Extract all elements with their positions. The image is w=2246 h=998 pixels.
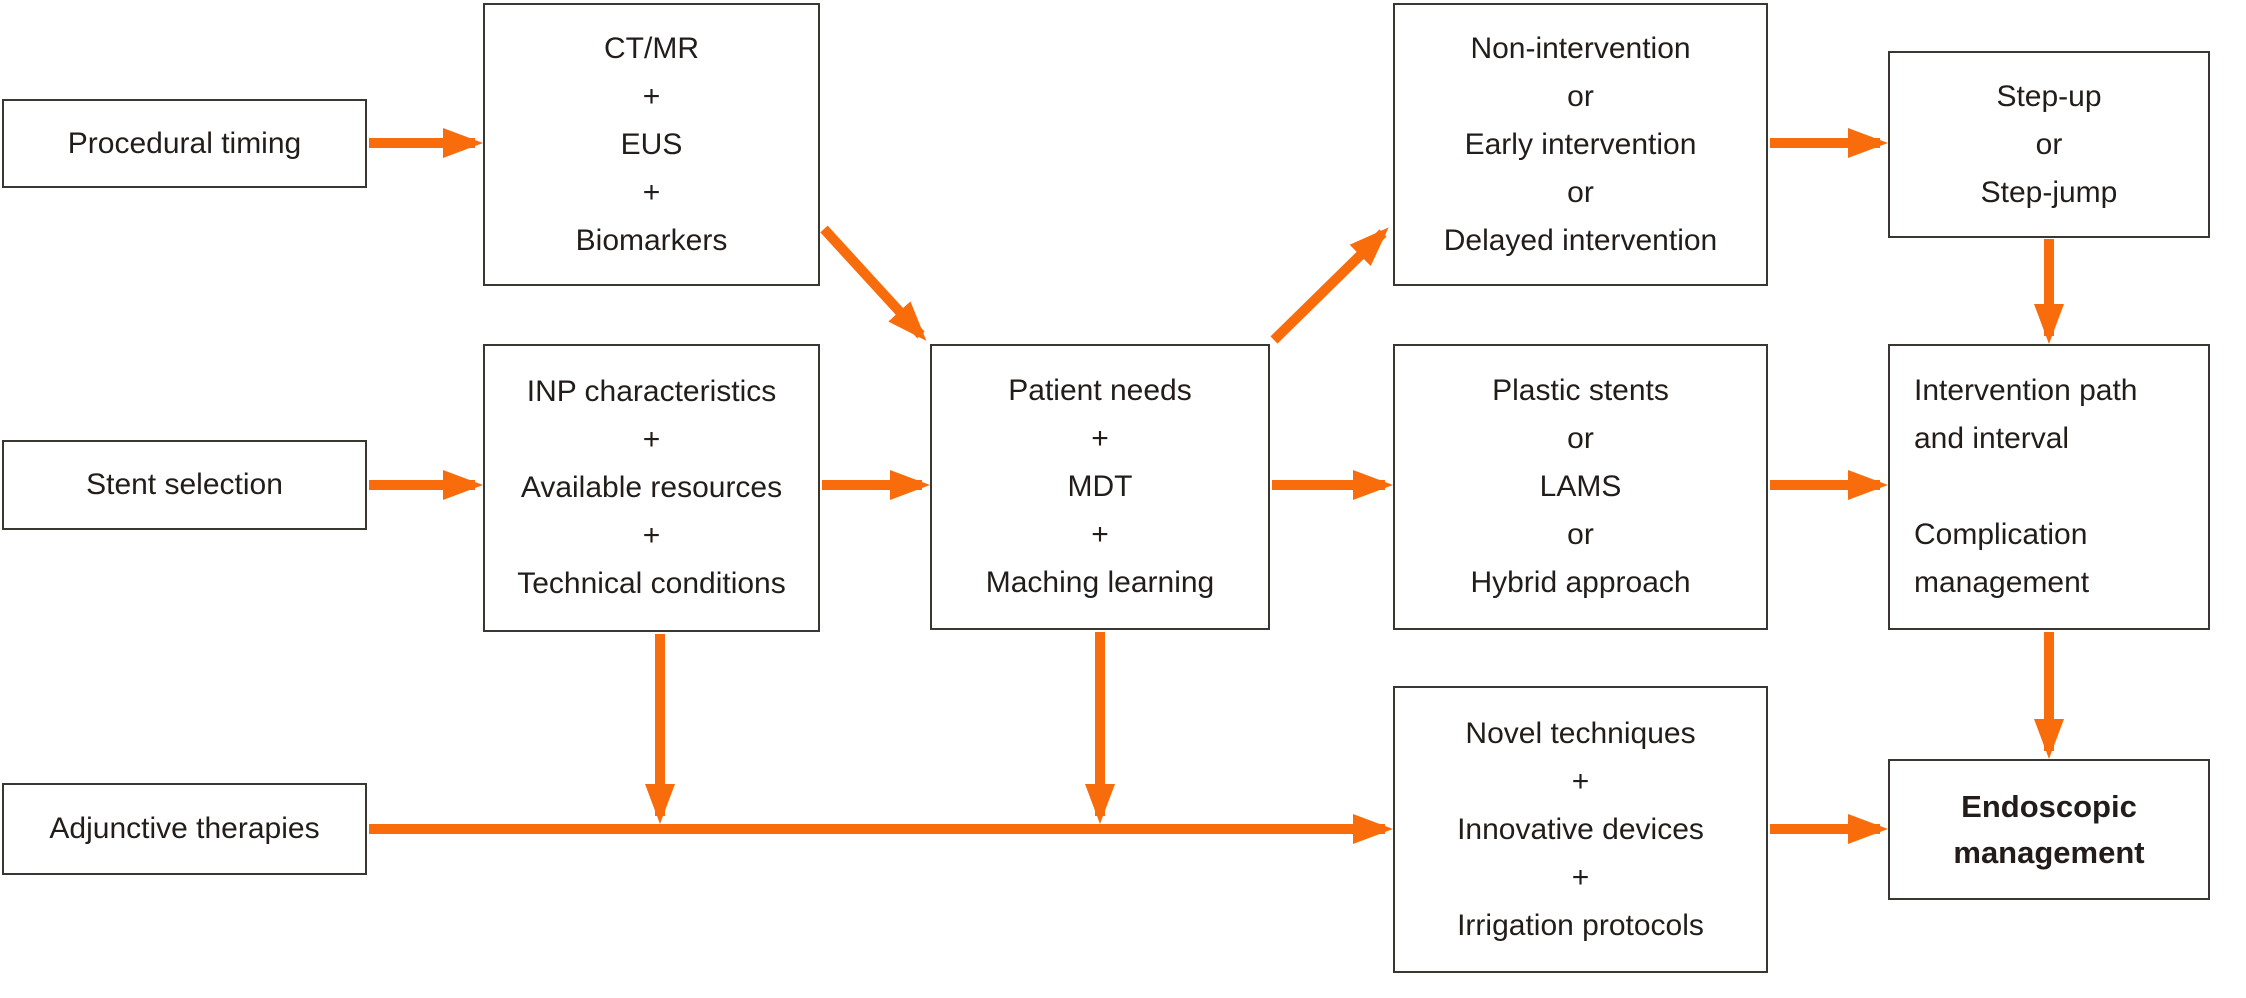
node-text-line: Patient needs [1008, 374, 1192, 407]
node-text-line: Novel techniques [1465, 716, 1696, 750]
node-text-line: LAMS [1539, 470, 1622, 503]
node-text-line: + [642, 79, 661, 113]
node-stent-options: Plastic stents or LAMS or Hybrid approac… [1393, 344, 1768, 630]
node-text-line: management [1953, 834, 2145, 870]
node-text-line: Early intervention [1464, 127, 1697, 161]
node-text-line: or [1567, 422, 1594, 455]
node-text-line: Irrigation protocols [1457, 908, 1704, 942]
node-text-line: and interval [1914, 422, 2070, 455]
node-text-line: + [642, 423, 661, 456]
node-text-line: Technical conditions [517, 567, 786, 600]
node-adjunctive-options: Novel techniques + Innovative devices + … [1393, 686, 1768, 973]
node-text-line: INP characteristics [526, 375, 777, 408]
node-endoscopic-management: Endoscopic management [1888, 759, 2210, 900]
node-text-line: Complication [1914, 518, 2088, 551]
node-text-line: Intervention path [1914, 374, 2138, 407]
node-text-line: management [1914, 566, 2090, 599]
arrow-decision-to-intervention-options [1270, 227, 1389, 344]
node-text-line: Biomarkers [575, 223, 728, 257]
node-stent-selection: Stent selection [2, 440, 367, 530]
node-text-line: Plastic stents [1492, 374, 1669, 407]
node-procedural-timing: Procedural timing [2, 99, 367, 188]
node-adjunctive-therapies: Adjunctive therapies [2, 783, 367, 875]
node-text-line: Stent selection [86, 468, 283, 501]
node-text-line: or [1567, 518, 1594, 551]
node-decision-support: Patient needs + MDT + Maching learning [930, 344, 1270, 630]
node-text-line: or [1567, 79, 1594, 113]
node-text-line: EUS [620, 127, 683, 161]
node-text-line: Maching learning [985, 566, 1215, 599]
node-text-line: Available resources [520, 471, 783, 504]
node-text-line: Innovative devices [1457, 812, 1704, 846]
node-text-line: Adjunctive therapies [49, 812, 320, 845]
node-text-line: CT/MR [604, 31, 699, 65]
node-text-line: Endoscopic [1961, 788, 2137, 824]
node-text-line: Step-jump [1980, 175, 2118, 209]
node-text-line: Step-up [1996, 79, 2102, 113]
node-imaging-biomarkers: CT/MR + EUS + Biomarkers [483, 3, 820, 286]
node-text-line: MDT [1067, 470, 1133, 503]
node-step-up-or-jump: Step-up or Step-jump [1888, 51, 2210, 238]
node-text-line: + [1091, 518, 1109, 551]
arrow-imaging-to-decision-support [820, 225, 927, 341]
node-text-line: Procedural timing [67, 126, 302, 160]
node-intervention-path: Intervention path and interval Complicat… [1888, 344, 2210, 630]
node-stent-decision-factors: INP characteristics + Available resource… [483, 344, 820, 632]
node-text-line: or [1567, 175, 1594, 209]
node-text-line: + [642, 519, 661, 552]
node-text-line: + [1091, 422, 1109, 455]
node-text-line: Hybrid approach [1470, 566, 1691, 599]
node-text-line: Delayed intervention [1443, 223, 1718, 257]
node-intervention-options: Non-intervention or Early intervention o… [1393, 3, 1768, 286]
node-text-line: + [642, 175, 661, 209]
node-text-line: + [1571, 764, 1590, 798]
node-text-line: or [2035, 127, 2063, 161]
node-text-line: + [1571, 860, 1590, 894]
node-text-line: Non-intervention [1470, 31, 1691, 65]
